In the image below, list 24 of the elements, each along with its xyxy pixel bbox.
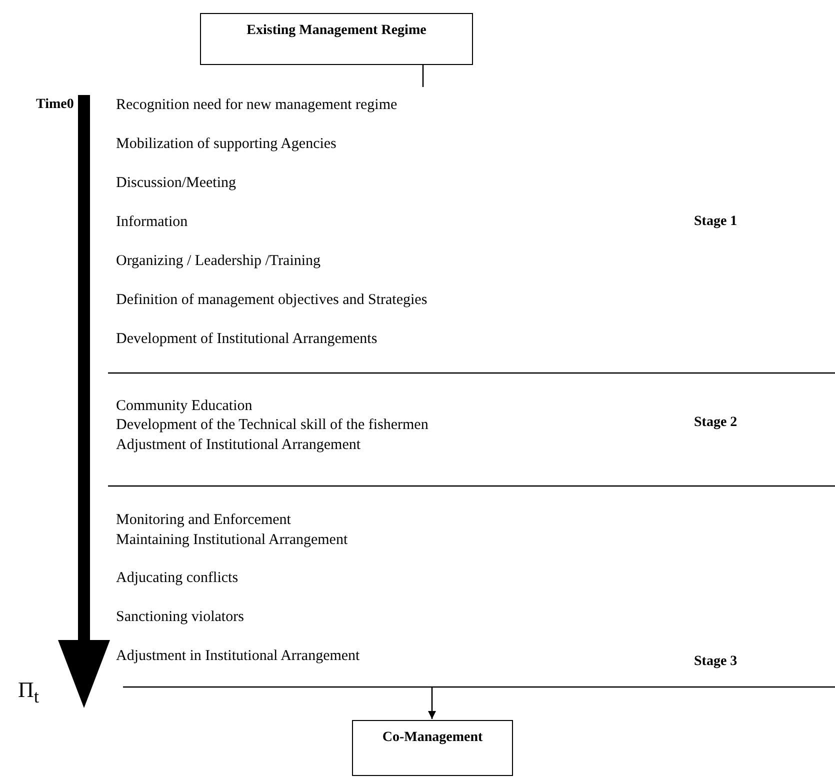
step-text: Community Education [116, 397, 252, 415]
step-text: Definition of management objectives and Strategies [116, 291, 428, 309]
stage-label: Stage 3 [694, 653, 738, 671]
step-text: Development of the Technical skill of the fishermen [116, 416, 428, 434]
time-label: Time0 [36, 96, 74, 114]
title-box: Existing Management Regime [200, 13, 473, 65]
outcome-box: Co-Management [352, 720, 513, 776]
step-text: Adjustment of Institutional Arrangement [116, 436, 361, 454]
step-text: Discussion/Meeting [116, 174, 236, 192]
step-text: Maintaining Institutional Arrangement [116, 531, 348, 549]
step-text: Adjucating conflicts [116, 569, 238, 587]
step-text: Adjustment in Institutional Arrangement [116, 647, 360, 665]
step-text: Organizing / Leadership /Training [116, 252, 321, 270]
step-text: Information [116, 213, 188, 231]
step-text: Sanctioning violators [116, 608, 244, 626]
step-text: Development of Institutional Arrangements [116, 330, 378, 348]
step-text: Monitoring and Enforcement [116, 511, 291, 529]
stage-label: Stage 1 [694, 213, 738, 231]
end-time-symbol: Π$_{t}$ [18, 677, 39, 708]
connector-line [422, 65, 424, 87]
arrow [428, 687, 436, 719]
step-text: Mobilization of supporting Agencies [116, 135, 336, 153]
stage-label: Stage 2 [694, 414, 738, 432]
step-text: Recognition need for new management regime [116, 88, 398, 114]
